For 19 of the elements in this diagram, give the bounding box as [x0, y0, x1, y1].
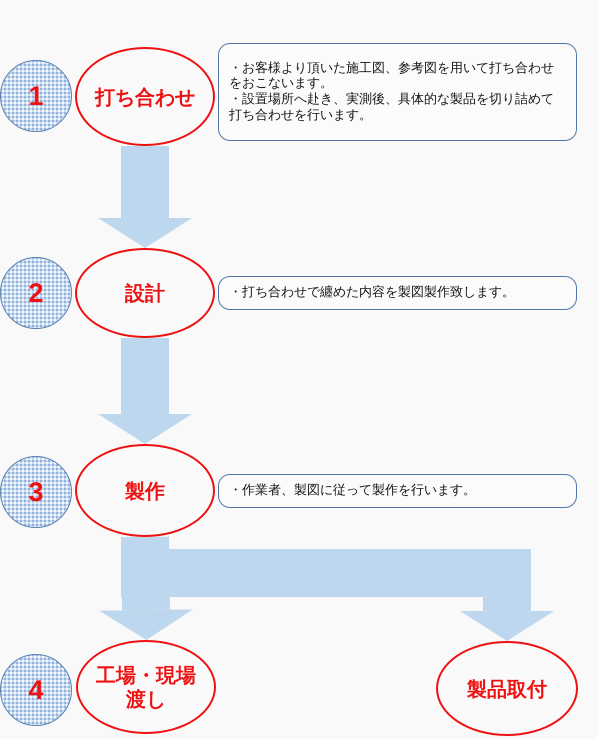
- step-title: 製品取付: [466, 676, 548, 700]
- step-number: 2: [28, 278, 44, 308]
- step-title: 工場・現場渡し: [95, 663, 197, 711]
- description-text: ・お客様より頂いた施工図、参考図を用いて打ち合わせをおこないます。: [229, 60, 555, 92]
- description-text: ・打ち合わせで纏めた内容を製図製作致します。: [229, 285, 515, 301]
- step-title: 製作: [124, 478, 166, 502]
- description-box: [218, 474, 577, 508]
- step-number: 1: [28, 80, 44, 112]
- block-arrow: [98, 146, 192, 248]
- step-number: 4: [28, 674, 44, 706]
- step-title: 設計: [124, 281, 166, 305]
- block-arrow: [121, 537, 554, 641]
- description-text: ・作業者、製図に従って製作を行います。: [229, 483, 476, 499]
- block-arrow: [98, 338, 192, 444]
- description-text: ・設置場所へ赴き、実測後、具体的な製品を切り詰めて打ち合わせを行います。: [229, 92, 555, 124]
- step-number: 3: [28, 476, 44, 508]
- description-box: [218, 43, 577, 141]
- description-box: [218, 276, 577, 310]
- step-title: 打ち合わせ: [93, 84, 196, 108]
